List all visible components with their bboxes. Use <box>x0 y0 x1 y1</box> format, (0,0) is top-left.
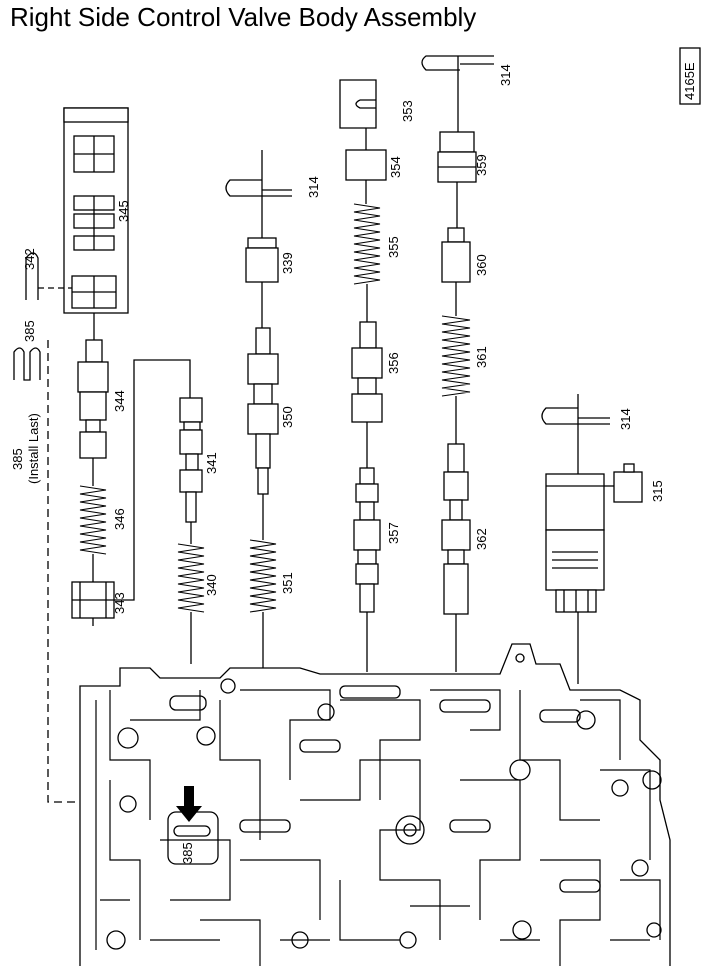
install-guide-dashed <box>47 340 190 803</box>
label-341: 341 <box>204 452 219 474</box>
label-342: 342 <box>22 248 37 270</box>
label-385-slot: 385 <box>180 842 195 864</box>
label-353: 353 <box>400 100 415 122</box>
label-339: 339 <box>280 252 295 274</box>
label-340: 340 <box>204 574 219 596</box>
spring-361 <box>441 315 471 397</box>
valve-344 <box>77 339 109 459</box>
valve-body-casting <box>79 643 671 966</box>
valve-350 <box>247 327 279 495</box>
label-install-last: (Install Last) <box>26 413 41 484</box>
figure-code: 4165E <box>682 62 697 100</box>
label-355: 355 <box>386 236 401 258</box>
label-359: 359 <box>474 154 489 176</box>
label-354: 354 <box>388 156 403 178</box>
plug-359 <box>437 131 477 183</box>
spring-340 <box>177 543 205 613</box>
plug-354 <box>345 149 387 181</box>
label-351: 351 <box>280 572 295 594</box>
plug-343 <box>71 581 115 619</box>
label-314-top: 314 <box>498 64 513 86</box>
label-385-install: 385 <box>10 448 25 470</box>
label-356: 356 <box>386 352 401 374</box>
valve-357 <box>353 467 381 613</box>
label-345: 345 <box>116 200 131 222</box>
clip-342 <box>25 252 39 300</box>
label-361: 361 <box>474 346 489 368</box>
label-343: 343 <box>112 592 127 614</box>
label-315: 315 <box>650 480 665 502</box>
callout-labels: 345 342 385 385 (Install Last) 344 346 3… <box>10 64 665 864</box>
install-arrow <box>176 786 202 822</box>
solenoid-345 <box>63 107 129 314</box>
clip-314-left <box>225 179 292 197</box>
figure-code-box: 4165E <box>679 47 701 105</box>
label-314-left: 314 <box>306 176 321 198</box>
plug-353 <box>339 79 377 129</box>
label-357: 357 <box>386 522 401 544</box>
label-360: 360 <box>474 254 489 276</box>
valve-341 <box>179 397 203 523</box>
label-350: 350 <box>280 406 295 428</box>
spring-351 <box>249 539 277 613</box>
page-title: Right Side Control Valve Body Assembly <box>10 2 477 32</box>
label-314-right: 314 <box>618 408 633 430</box>
leader-line-343 <box>114 359 191 601</box>
valve-356 <box>351 321 383 423</box>
solenoid-315 <box>545 463 643 613</box>
label-346: 346 <box>112 508 127 530</box>
valve-339 <box>245 237 279 283</box>
label-385-top: 385 <box>22 320 37 342</box>
spring-355 <box>353 203 381 285</box>
label-344: 344 <box>112 390 127 412</box>
retainer-385 <box>13 347 41 381</box>
valve-360 <box>441 227 471 283</box>
label-362: 362 <box>474 528 489 550</box>
clip-314-top <box>421 55 494 71</box>
valve-362 <box>441 443 471 615</box>
spring-346 <box>79 485 107 555</box>
clip-314-right <box>541 407 610 425</box>
